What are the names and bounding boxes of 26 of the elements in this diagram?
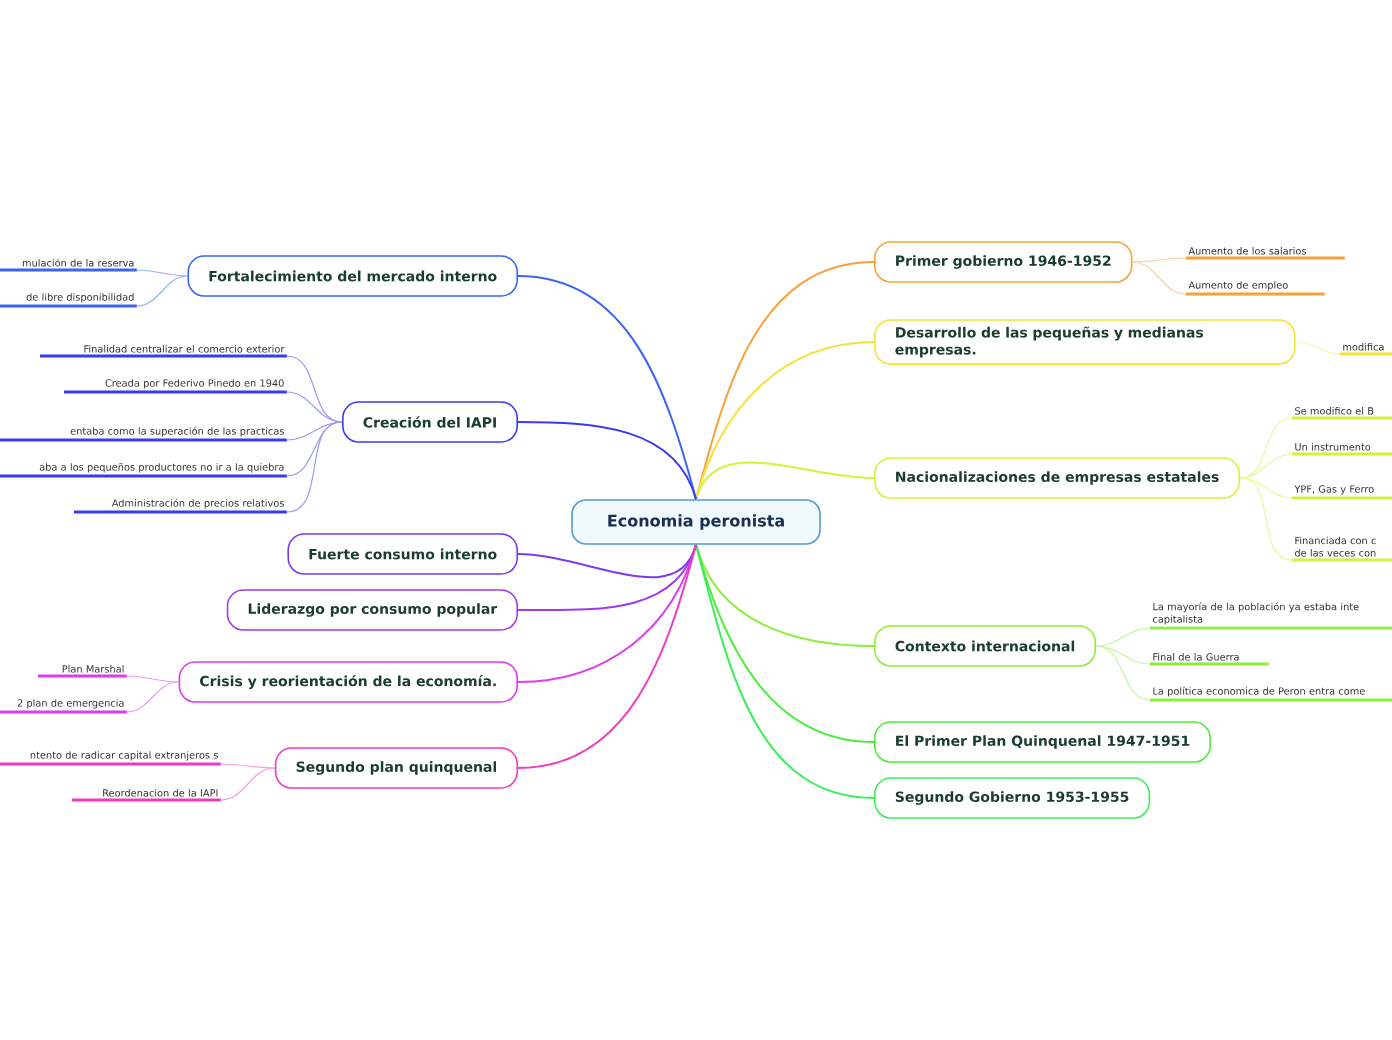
- connector: [695, 543, 875, 799]
- connector: [136, 269, 189, 277]
- connector: [1131, 257, 1187, 263]
- connector: [220, 767, 276, 801]
- connector: [1239, 453, 1293, 479]
- connector: [1239, 477, 1293, 561]
- connector: [286, 421, 343, 513]
- connector: [286, 391, 343, 423]
- connector: [695, 543, 875, 647]
- connector: [136, 275, 189, 307]
- connector: [1295, 341, 1341, 355]
- connector: [517, 421, 697, 501]
- connector: [220, 763, 276, 769]
- connector: [1095, 627, 1151, 647]
- connector: [517, 543, 697, 769]
- connector: [695, 543, 875, 743]
- connector: [1095, 645, 1151, 701]
- connector: [126, 675, 180, 683]
- connector: [695, 341, 875, 501]
- connector: [1095, 645, 1151, 665]
- connector: [517, 275, 697, 501]
- connector: [695, 461, 875, 501]
- central-topic-box: Economia peronista: [571, 499, 821, 545]
- connector: [517, 543, 697, 612]
- connector: [126, 681, 180, 713]
- connector: [1131, 261, 1187, 295]
